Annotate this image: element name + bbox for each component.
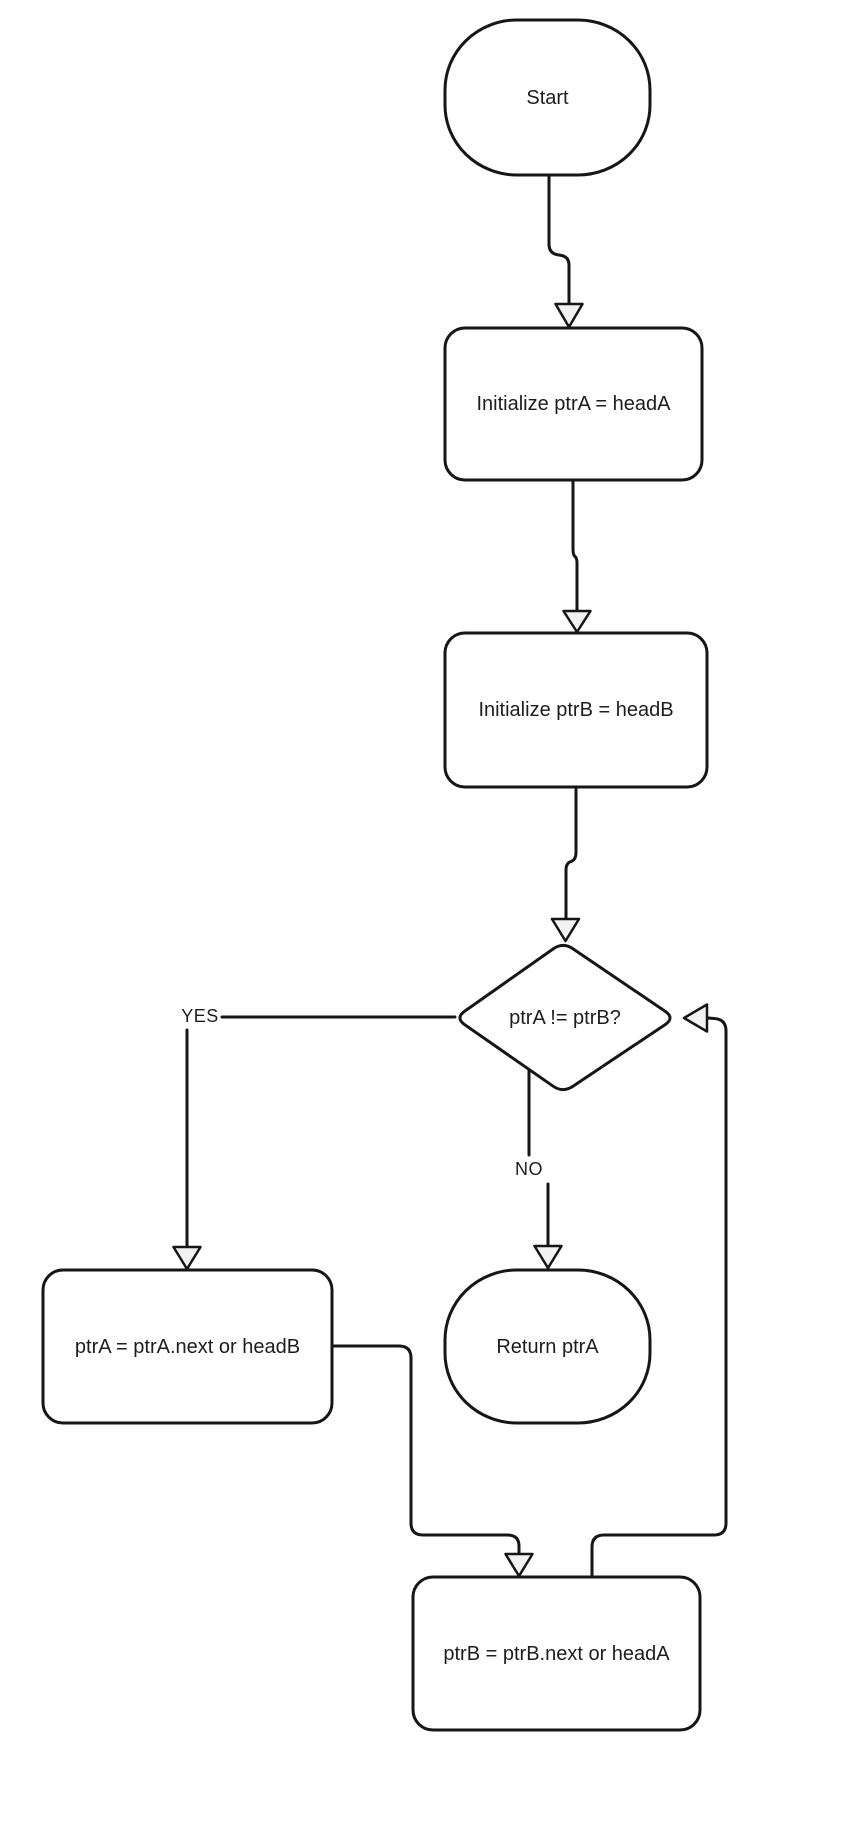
advance-ptrb-node-shape (411, 1575, 702, 1732)
arrowhead-into-advance-ptra-icon (172, 1245, 202, 1271)
init-ptrb-node-shape (443, 631, 709, 789)
arrowhead-into-init-ptra-icon (554, 302, 584, 329)
arrowhead-into-init-ptrb-icon (562, 609, 592, 634)
arrowhead-into-advance-ptrb-icon (504, 1552, 534, 1578)
connector-advance-ptra-to-advance-ptrb (332, 1344, 521, 1556)
return-ptra-node-shape (443, 1268, 652, 1425)
connector-advance-ptrb-to-decision-loop (590, 1016, 728, 1579)
arrowhead-loop-into-decision-icon (682, 1003, 709, 1033)
decision-node-shape (458, 943, 672, 1092)
connector-start-to-init-ptra (547, 174, 571, 307)
start-node-shape (443, 18, 652, 177)
arrowhead-into-decision-icon (550, 917, 581, 943)
init-ptra-node-shape (443, 326, 704, 482)
advance-ptra-node-shape (41, 1268, 334, 1425)
connector-init-ptrb-to-decision (564, 787, 578, 922)
connector-init-ptra-to-init-ptrb (571, 480, 579, 614)
arrowhead-into-return-ptra-icon (533, 1244, 563, 1270)
